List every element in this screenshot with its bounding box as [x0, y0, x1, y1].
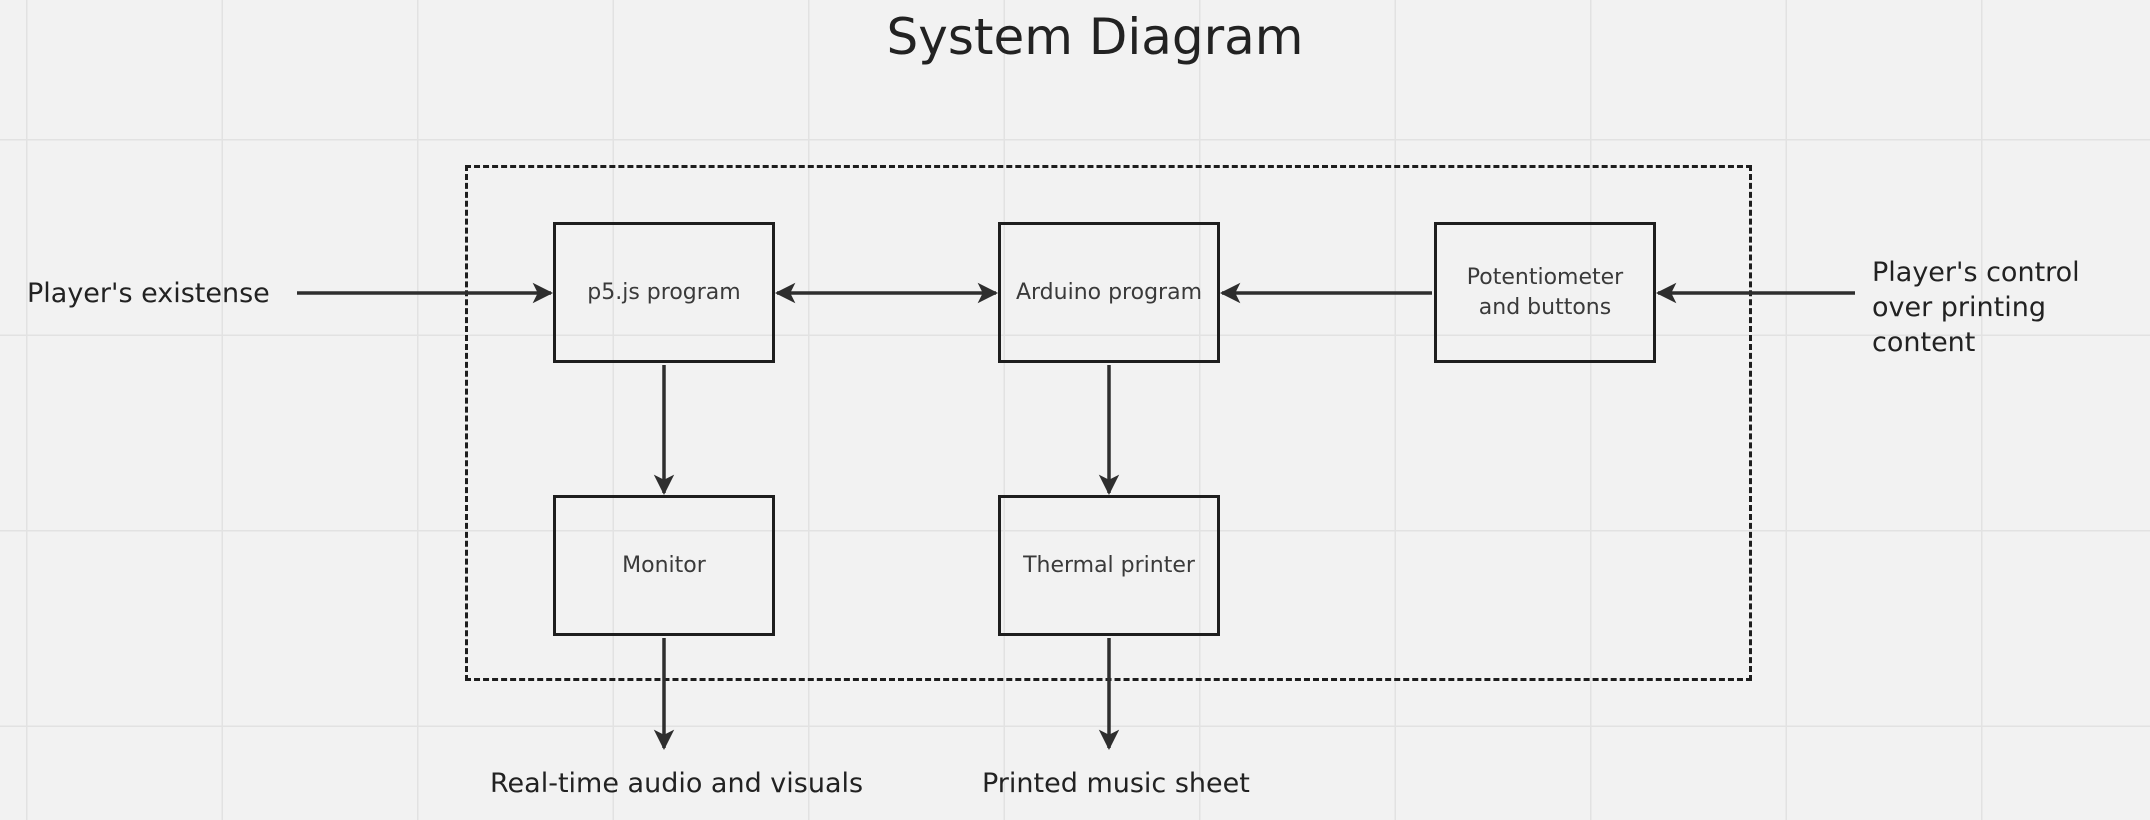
node-potentiometer-buttons[interactable]: Potentiometer and buttons — [1434, 222, 1656, 363]
node-thermal-printer-label: Thermal printer — [1023, 552, 1195, 578]
output-audio-visuals: Real-time audio and visuals — [490, 768, 864, 799]
node-p5js-program[interactable]: p5.js program — [553, 222, 775, 363]
node-p5js-program-label: p5.js program — [587, 279, 741, 305]
external-player-control: Player's control over printing content — [1872, 257, 2080, 358]
node-monitor[interactable]: Monitor — [553, 495, 775, 636]
diagram-title: System Diagram — [886, 8, 1304, 66]
node-potentiometer-buttons-label: Potentiometer and buttons — [1466, 264, 1624, 320]
node-arduino-program-label: Arduino program — [1015, 279, 1203, 305]
output-music-sheet: Printed music sheet — [982, 768, 1250, 799]
external-player-existence: Player's existense — [27, 278, 270, 309]
node-monitor-label: Monitor — [622, 552, 706, 578]
node-arduino-program[interactable]: Arduino program — [998, 222, 1220, 363]
node-thermal-printer[interactable]: Thermal printer — [998, 495, 1220, 636]
